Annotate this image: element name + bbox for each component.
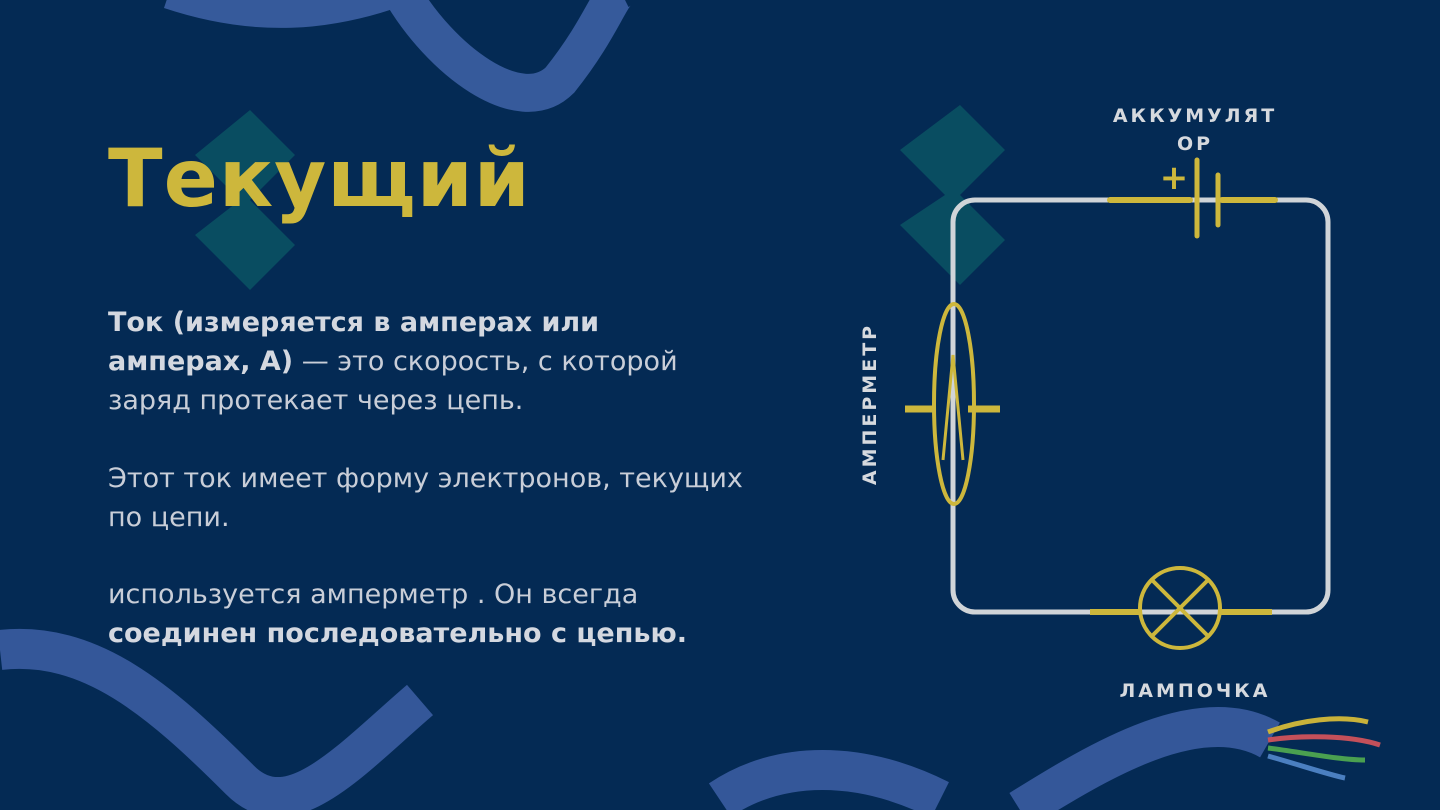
ribbon-top — [163, 0, 632, 112]
ammeter-paragraph-bold: соединен последовательно с цепью. — [108, 618, 687, 649]
slide-title: Текущий — [108, 132, 531, 225]
cable-wires — [1267, 716, 1381, 781]
lamp-label: ЛАМПОЧКА — [1119, 680, 1271, 702]
watermark-logo — [195, 105, 1005, 290]
current-definition: Ток (измеряется в амперах или амперах, А… — [108, 303, 748, 420]
ammeter-paragraph-text: используется амперметр . Он всегда — [108, 579, 639, 610]
circuit-wire — [950, 197, 1331, 615]
ammeter-paragraph: используется амперметр . Он всегда соеди… — [108, 575, 748, 653]
ammeter-label: АМПЕРМЕТР — [859, 322, 881, 486]
battery-icon — [1107, 157, 1278, 239]
ribbon-bottom-right — [708, 706, 1280, 810]
battery-label: АККУМУЛЯТ ОР — [1112, 105, 1278, 155]
ammeter-icon — [905, 302, 1000, 506]
current-definition-text: — это скорость, с которой заряд протекае… — [108, 346, 678, 416]
plus-sign: + — [1160, 158, 1189, 198]
current-definition-bold: Ток (измеряется в амперах или амперах, А… — [108, 307, 600, 377]
electrons-paragraph: Этот ток имеет форму электронов, текущих… — [108, 463, 743, 533]
ribbon-bottom-left — [0, 628, 434, 810]
lamp-icon — [1090, 566, 1272, 650]
